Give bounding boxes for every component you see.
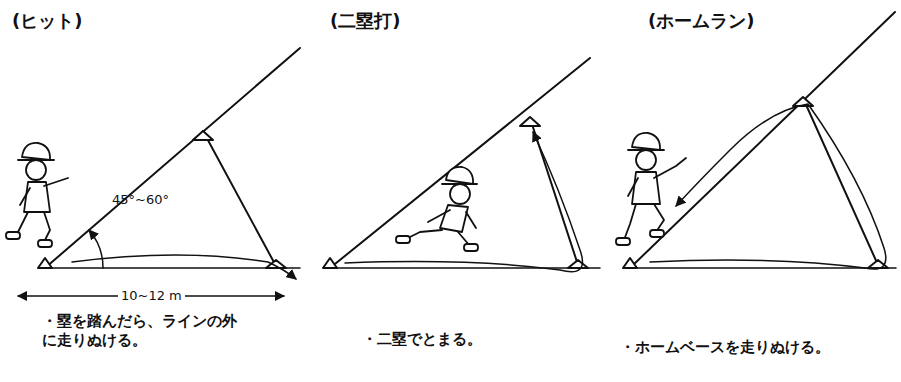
runner-double xyxy=(396,167,478,251)
runner-hit xyxy=(6,143,68,247)
field-hit xyxy=(18,48,300,296)
panel-title: (ホームラン) xyxy=(648,10,754,33)
caption-note: ・塁を踏んだら、ラインの外に走りぬける。 xyxy=(42,312,243,350)
caption-note: ・ホームベースを走りぬける。 xyxy=(620,338,830,357)
panel-title: (ヒット) xyxy=(12,10,82,33)
dimension-label: 10~12 m xyxy=(118,288,185,304)
field-double xyxy=(323,58,600,272)
runner-homerun xyxy=(616,133,686,245)
caption-note: ・二塁でとまる。 xyxy=(362,330,482,349)
panel-title: (二塁打) xyxy=(330,10,400,33)
field-homerun xyxy=(623,12,896,269)
angle-label: 45°~60° xyxy=(112,192,169,208)
